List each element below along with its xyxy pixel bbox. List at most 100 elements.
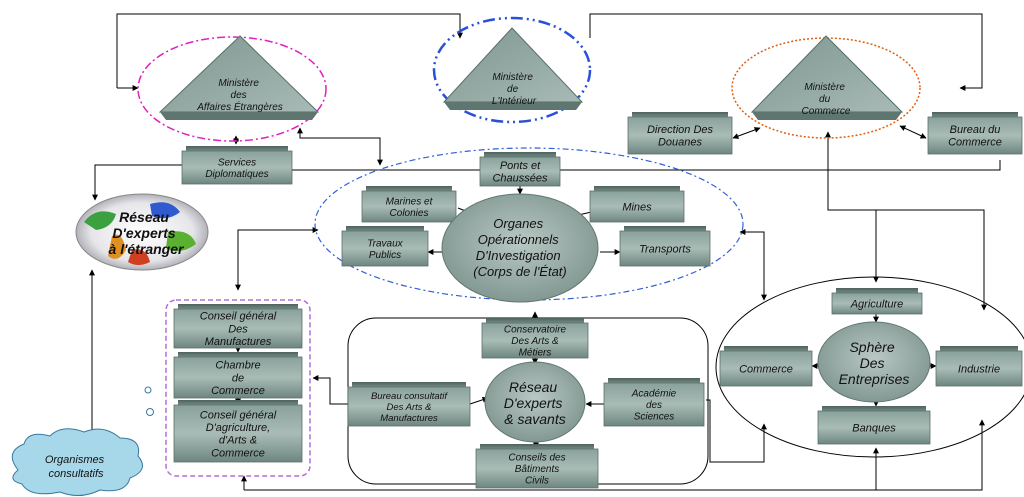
svg-text:Réseau D'experts à: Réseau D'experts à l'étranger (109, 209, 185, 257)
box-marines-colonies-line-2: Colonies (390, 208, 429, 219)
globe-line-1: Réseau (119, 209, 169, 225)
box-bureau-consultatif-line-2: Des Arts & (386, 402, 431, 413)
box-conseil-agriculture-line-2: D'agriculture, (206, 422, 270, 434)
savants-line-3: & savants (504, 411, 565, 427)
interior-line-1: Ministère (492, 72, 533, 83)
svg-text:Réseau D'experts &: Réseau D'experts & savants (504, 379, 567, 427)
box-bureau-consultatif-line-1: Bureau consultatif (371, 391, 448, 402)
box-agriculture-line-1: Agriculture (850, 298, 904, 310)
box-chambre-commerce-line-2: de (232, 372, 244, 384)
box-conservatoire-line-3: Métiers (519, 348, 552, 359)
cloud-organismes: Organismes consultatifs (11, 386, 154, 496)
box-ponts-chaussees-line-1: Ponts et (500, 160, 541, 172)
box-academie-line-1: Académie (631, 389, 677, 400)
hub-organes: Organes Opérationnels D'Investigation (C… (441, 193, 599, 303)
cloud-line-2: consultatifs (48, 468, 104, 480)
interior-line-3: L'Intérieur (492, 96, 537, 107)
box-conseils-batiments-line-3: Civils (525, 476, 549, 487)
ministry-interior: Ministère de L'Intérieur (442, 27, 584, 110)
organes-line-1: Organes (493, 216, 543, 231)
box-services-diplomatiques-line-2: Diplomatiques (205, 169, 268, 180)
box-banques-line-1: Banques (852, 422, 896, 434)
box-conseils-batiments-line-2: Bâtiments (515, 464, 559, 475)
commerce-min-line-1: Ministère (804, 82, 845, 93)
globe-reseau-etranger: Réseau D'experts à l'étranger (75, 193, 209, 271)
svg-text:Industrie: Industrie (958, 363, 1000, 375)
box-conseil-manufactures-line-3: Manufactures (205, 336, 272, 348)
box-conseil-agriculture-line-1: Conseil général (200, 409, 277, 421)
sphere-line-2: Des (860, 355, 885, 371)
svg-text:Transports: Transports (639, 243, 691, 255)
box-conseil-manufactures-line-2: Des (228, 323, 248, 335)
commerce-min-line-3: Commerce (802, 106, 851, 117)
box-conseil-agriculture-line-4: Commerce (211, 447, 265, 459)
svg-text:Commerce: Commerce (739, 363, 793, 375)
globe-line-3: à l'étranger (109, 241, 185, 257)
box-conseil-manufactures-line-1: Conseil général (200, 311, 277, 323)
interior-line-2: de (507, 84, 519, 95)
box-direction-douanes-line-2: Douanes (658, 137, 703, 149)
foreign-line-2: des (231, 90, 247, 101)
box-bureau-commerce-line-1: Bureau du (950, 124, 1001, 136)
box-commerce-line-1: Commerce (739, 363, 793, 375)
svg-text:Organismes consultatifs: Organismes consultatifs (45, 454, 107, 480)
box-academie-line-3: Sciences (634, 412, 675, 423)
box-industrie-line-1: Industrie (958, 363, 1000, 375)
svg-text:Mines: Mines (622, 201, 652, 213)
box-conseils-batiments-line-1: Conseils des (508, 453, 565, 464)
box-mines: Mines (589, 186, 685, 223)
box-ponts-chaussees-line-2: Chaussées (492, 173, 548, 185)
hub-reseau-savants: Réseau D'experts & savants (484, 361, 586, 443)
globe-line-2: D'experts (112, 225, 175, 241)
box-direction-douanes-line-1: Direction Des (647, 124, 714, 136)
box-conservatoire-line-1: Conservatoire (504, 325, 567, 336)
svg-text:Sphère Des Entrepr: Sphère Des Entreprises (839, 339, 910, 387)
box-travaux-publics-line-2: Publics (369, 250, 401, 261)
box-industrie: Industrie (935, 346, 1023, 387)
box-conseil-agriculture-line-3: d'Arts & (219, 435, 257, 447)
box-academie-line-2: des (646, 400, 662, 411)
savants-line-2: D'experts (504, 395, 563, 411)
foreign-line-3: Affaires Étrangères (196, 100, 283, 113)
hub-sphere: Sphère Des Entreprises (817, 321, 931, 403)
box-commerce: Commerce (719, 346, 813, 387)
svg-text:Banques: Banques (852, 422, 896, 434)
box-bureau-commerce-line-2: Commerce (948, 137, 1002, 149)
box-chambre-commerce-line-3: Commerce (211, 385, 265, 397)
box-bureau-consultatif-line-3: Manufactures (380, 413, 438, 424)
box-agriculture: Agriculture (831, 288, 923, 315)
box-marines-colonies-line-1: Marines et (386, 196, 434, 207)
organes-line-3: D'Investigation (476, 248, 561, 263)
cloud-line-1: Organismes (45, 454, 105, 466)
ministry-foreign: Ministère des Affaires Étrangères (158, 35, 320, 120)
svg-text:Agriculture: Agriculture (850, 298, 904, 310)
box-banques: Banques (817, 406, 931, 445)
box-services-diplomatiques-line-1: Services (218, 157, 256, 168)
foreign-line-1: Ministère (218, 78, 259, 89)
box-chambre-commerce-line-1: Chambre (215, 360, 260, 372)
box-travaux-publics-line-1: Travaux (367, 238, 403, 249)
